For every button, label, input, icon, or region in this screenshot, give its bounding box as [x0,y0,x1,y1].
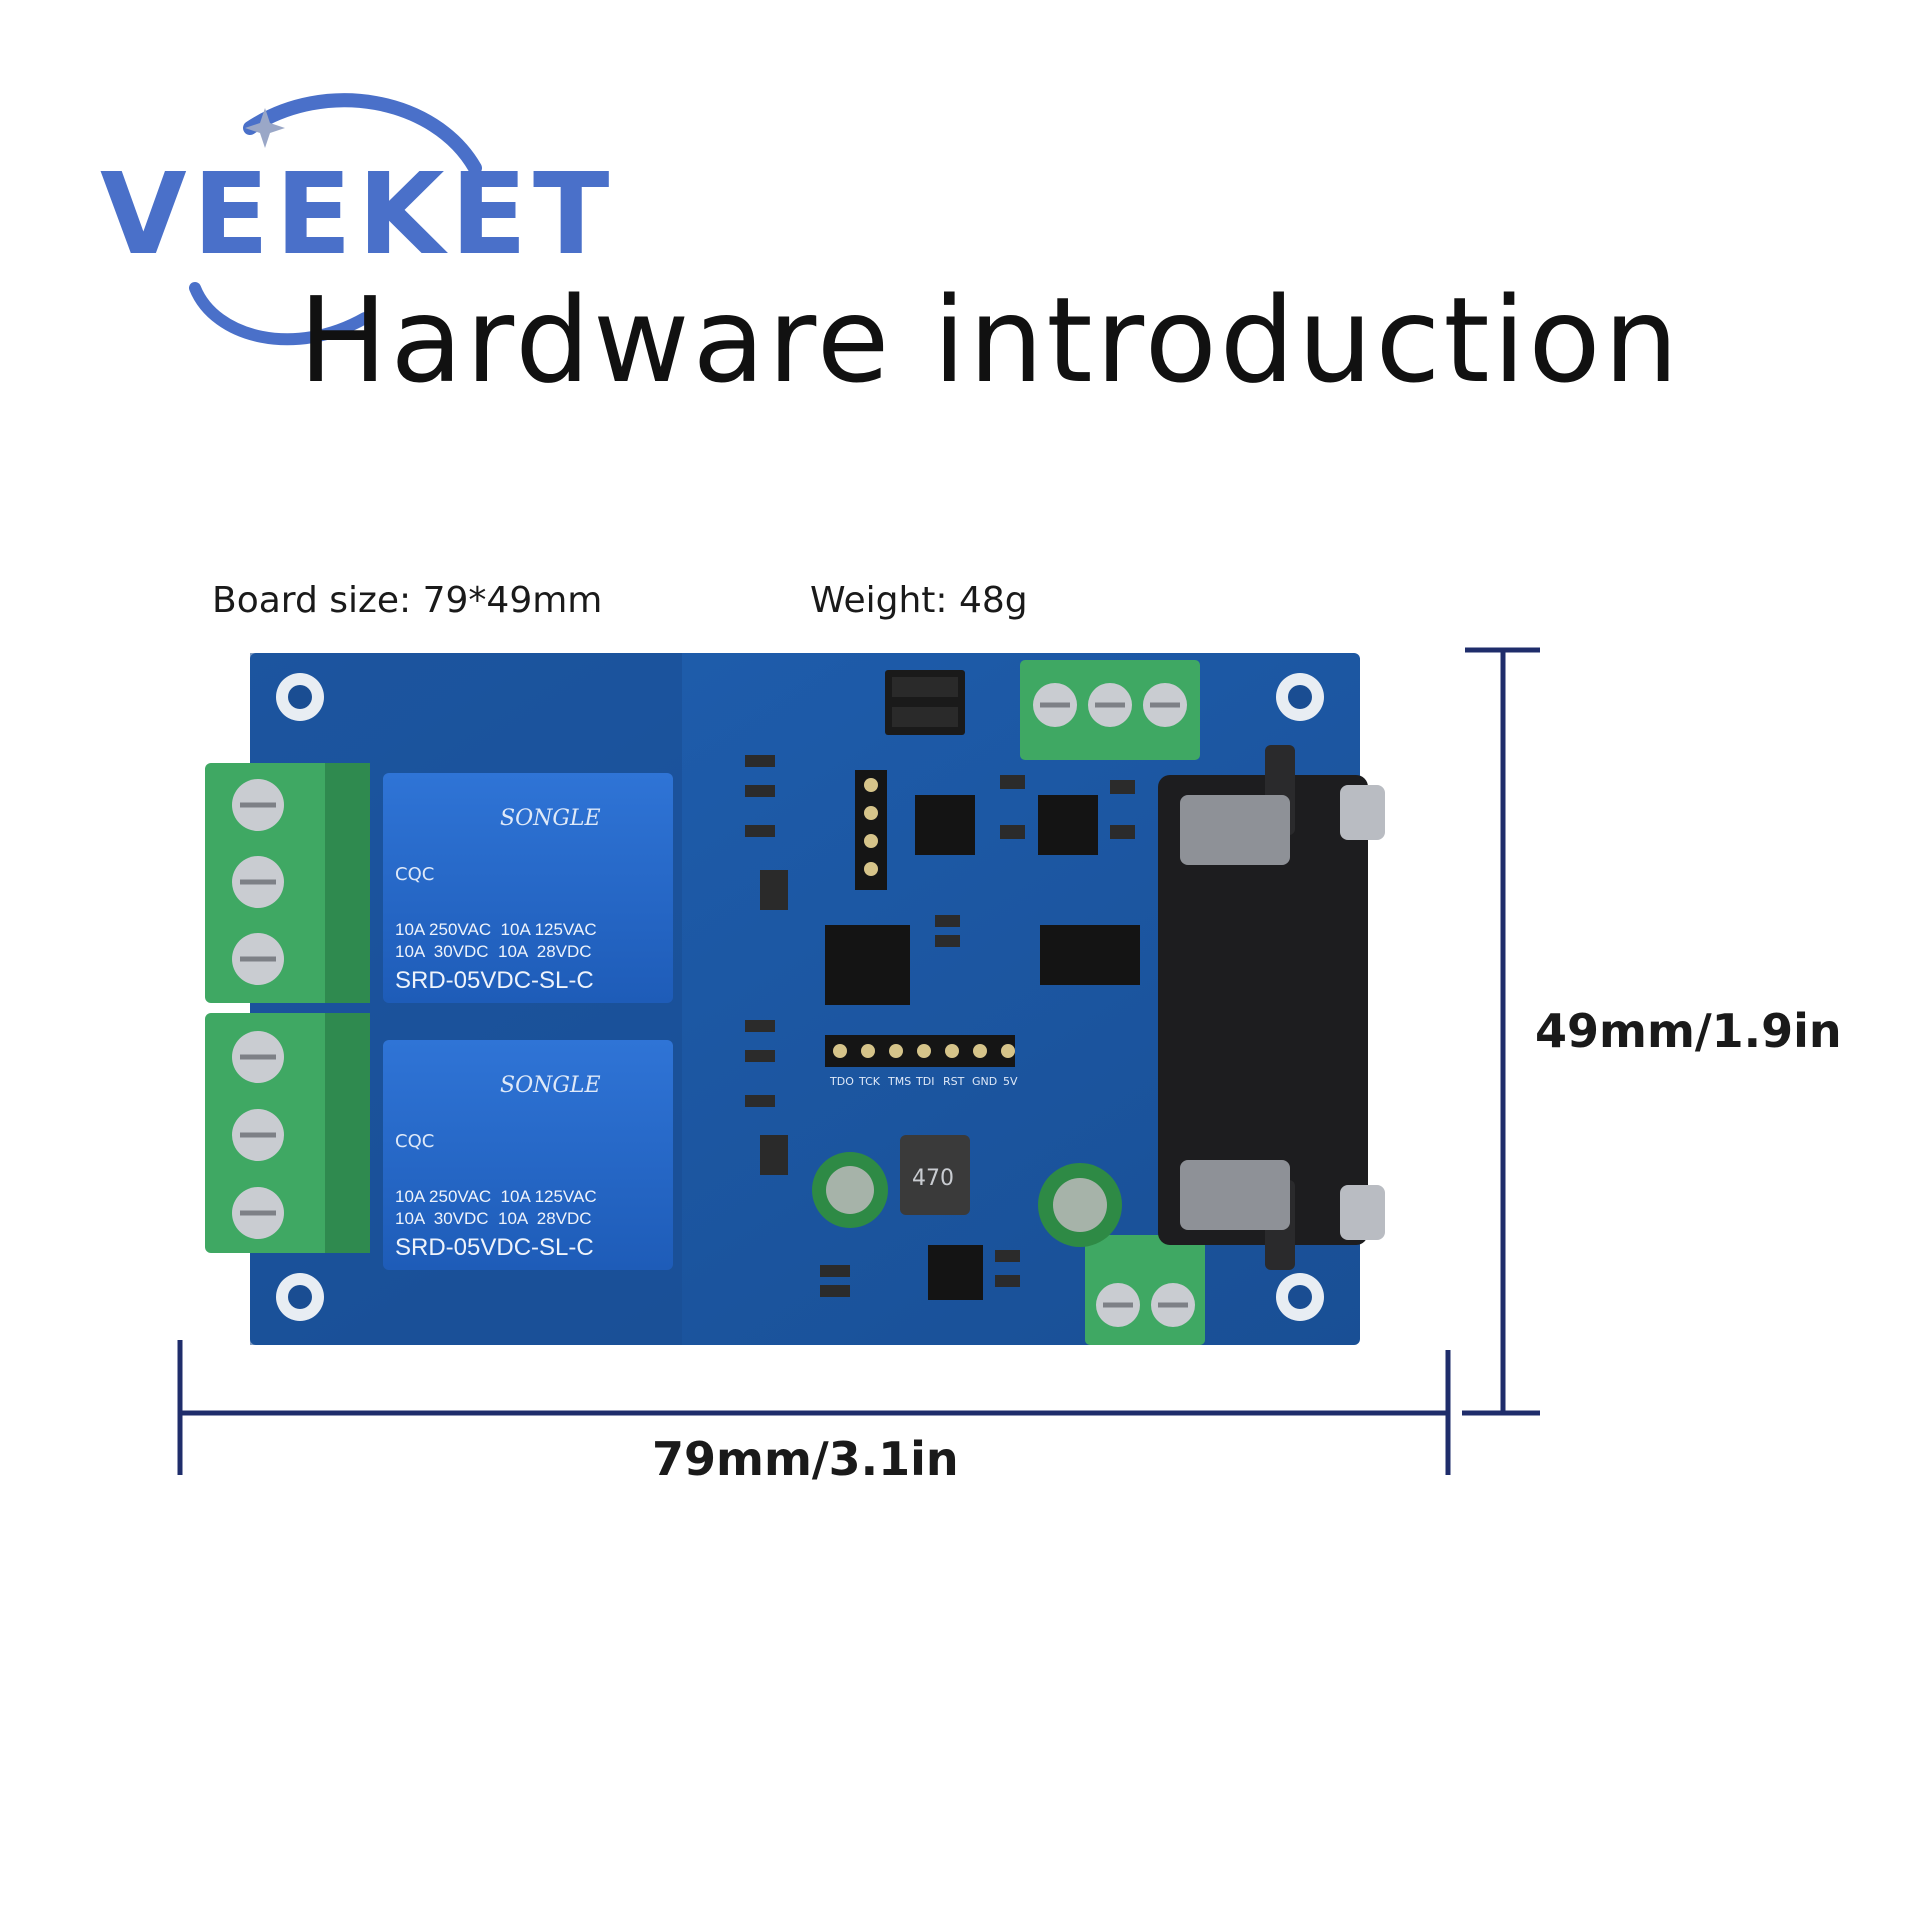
logo-star-icon [245,108,285,148]
relay-1-cert: CQC [395,864,434,885]
relay-1-model: SRD-05VDC-SL-C [395,967,594,994]
pin-label-tms: TMS [887,1075,911,1088]
db9-connector [1158,745,1385,1270]
inductor-label: 470 [912,1166,954,1191]
relay-2-rating-2: 10A 30VDC 10A 28VDC [395,1209,592,1228]
terminal-block-left-top [205,763,370,1003]
pin-header-p1 [825,1035,1015,1067]
terminal-block-left-bottom [205,1013,370,1253]
pin-label-gnd: GND [972,1075,997,1088]
relay-1-rating-2: 10A 30VDC 10A 28VDC [395,942,592,961]
ic-chips [760,795,1140,1300]
terminal-block-bottom [1085,1235,1205,1345]
pin-label-tck: TCK [858,1075,881,1088]
smd-components [745,755,1135,1297]
jumper-block [885,670,965,735]
relay-1: SONGLE CQC 10A 250VAC 10A 125VAC 10A 30V… [383,773,673,1003]
pin-label-rst: RST [943,1075,965,1088]
pin-label-tdo: TDO [829,1075,854,1088]
weight-label: Weight: 48g [810,580,1028,621]
veeket-logo-swoosh [189,93,482,346]
terminal-block-top [1020,660,1200,760]
inductor: 470 [900,1135,970,1215]
relay-2-model: SRD-05VDC-SL-C [395,1234,594,1261]
width-dimension-label: 79mm/3.1in [652,1432,959,1486]
relay-1-rating-1: 10A 250VAC 10A 125VAC [395,920,597,939]
relay-board-photo: SONGLE CQC 10A 250VAC 10A 125VAC 10A 30V… [205,653,1385,1345]
pin-label-5v: 5V [1003,1075,1018,1088]
relay-2: SONGLE CQC 10A 250VAC 10A 125VAC 10A 30V… [383,1040,673,1270]
page-title: Hardware introduction [298,271,1682,409]
relay-2-cert: CQC [395,1131,434,1152]
mounting-holes [276,673,1324,1321]
logo-text: VEEKET [100,150,616,280]
relay-1-brand: SONGLE [500,806,601,831]
height-dimension-label: 49mm/1.9in [1535,1004,1842,1058]
electrolytic-capacitor-2 [1038,1163,1122,1247]
logo-arc-top [243,93,482,175]
logo-arc-bottom [189,282,371,346]
pin-header-labels: 5V GND RST TDI TMS TCK TDO [829,1075,1018,1088]
pin-header-p2 [855,770,887,890]
electrolytic-capacitor-1 [812,1152,888,1228]
relay-2-rating-1: 10A 250VAC 10A 125VAC [395,1187,597,1206]
board-size-label: Board size: 79*49mm [212,580,603,621]
relay-2-brand: SONGLE [500,1073,601,1098]
pin-label-tdi: TDI [915,1075,934,1088]
